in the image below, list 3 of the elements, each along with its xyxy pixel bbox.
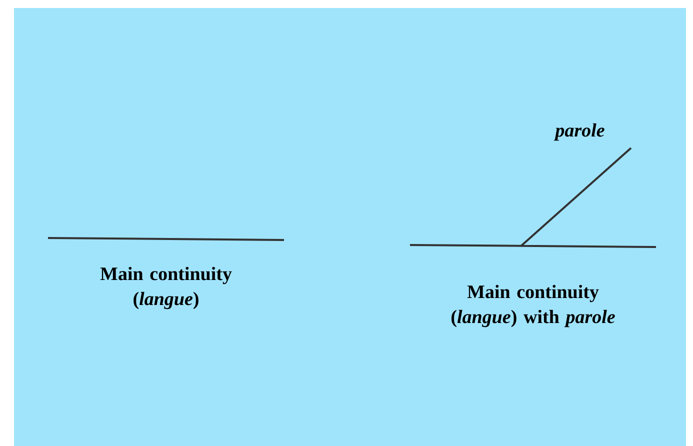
- label-text: Main continuity (langue): [100, 266, 232, 310]
- label-text: parole: [554, 123, 604, 141]
- label-text: Main continuity (langue) with parole: [452, 284, 615, 328]
